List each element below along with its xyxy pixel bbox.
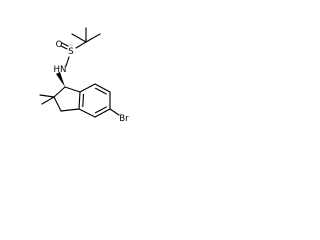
bond-tbu-to-sulfur (75, 41, 87, 49)
bond-c5-c4 (94, 108, 111, 118)
bond-c2-methyl-b (41, 96, 55, 105)
bond-c7a-c3a (78, 91, 81, 110)
bond-c7a-c7 (79, 83, 96, 93)
bond-c4-c3a (78, 108, 96, 118)
bond-c1-c2 (53, 86, 66, 98)
wedge-bond-c1-to-nitrogen (56, 72, 65, 87)
atom-label-sulfur: S (68, 47, 73, 57)
bond-sulfur-oxygen-a (61, 42, 69, 47)
bond-c5-bromine (109, 108, 120, 116)
bond-tbu-quaternary-to-methyl-left (71, 33, 87, 43)
bond-tbu-quaternary-to-methyl-right (85, 33, 101, 43)
atom-label-oxygen: O (56, 40, 63, 50)
bond-c7-c6-inner (94, 87, 107, 95)
molecule-structure: O S .. HN Br (39, 27, 129, 124)
bond-sulfur-oxygen-b (60, 45, 68, 50)
bond-c3-c3a (60, 108, 80, 112)
atom-label-bromine: Br (119, 114, 129, 124)
bond-c7a-c3a-inner (82, 93, 85, 108)
bond-sulfur-nitrogen (65, 56, 70, 67)
bond-c1-c7a (64, 86, 81, 93)
atom-label-nitrogen-h: HN (54, 65, 67, 75)
bond-c5-c4-inner (94, 106, 107, 114)
sulfur-lone-pair-marker: .. (69, 41, 73, 48)
bond-c2-methyl-a (39, 94, 55, 98)
bond-c7-c6 (94, 83, 111, 93)
bond-c2-c3 (53, 96, 62, 112)
